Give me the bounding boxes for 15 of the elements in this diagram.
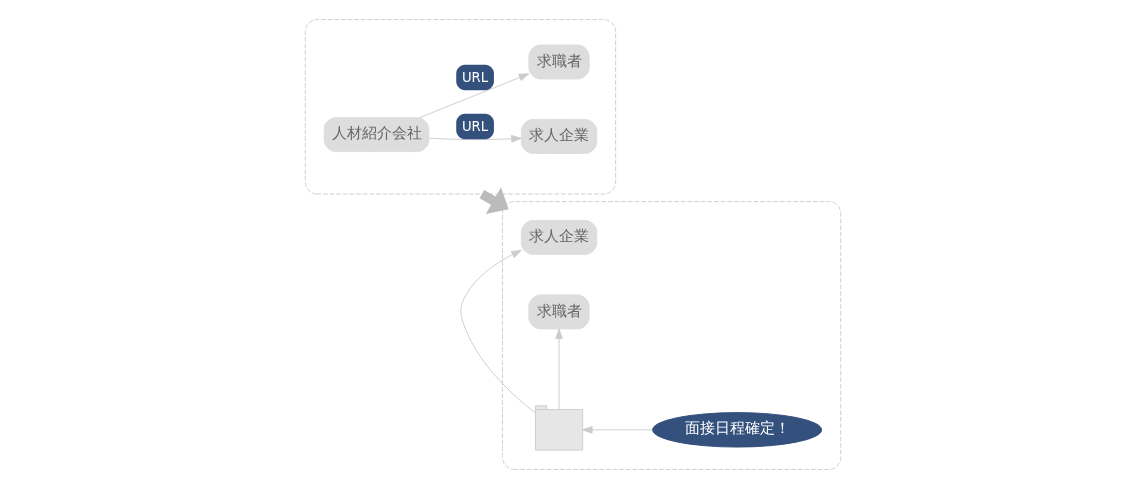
node-box: 求人企業	[520, 220, 597, 255]
node-box: 人材紹介会社	[323, 117, 429, 153]
arrow	[428, 135, 522, 143]
edge-label: URL	[461, 118, 488, 134]
cluster	[501, 201, 841, 470]
arrow	[554, 328, 563, 410]
cluster	[304, 19, 616, 195]
node-box: 求人企業	[520, 119, 597, 154]
arrow	[459, 249, 536, 414]
arrow	[581, 426, 653, 434]
node-box: 求職者	[527, 44, 590, 80]
edge-label: URL	[461, 69, 488, 85]
node-box: 求職者	[527, 294, 590, 330]
arrow	[418, 73, 529, 119]
node-ellipse: 面接日程確定！	[651, 412, 822, 448]
